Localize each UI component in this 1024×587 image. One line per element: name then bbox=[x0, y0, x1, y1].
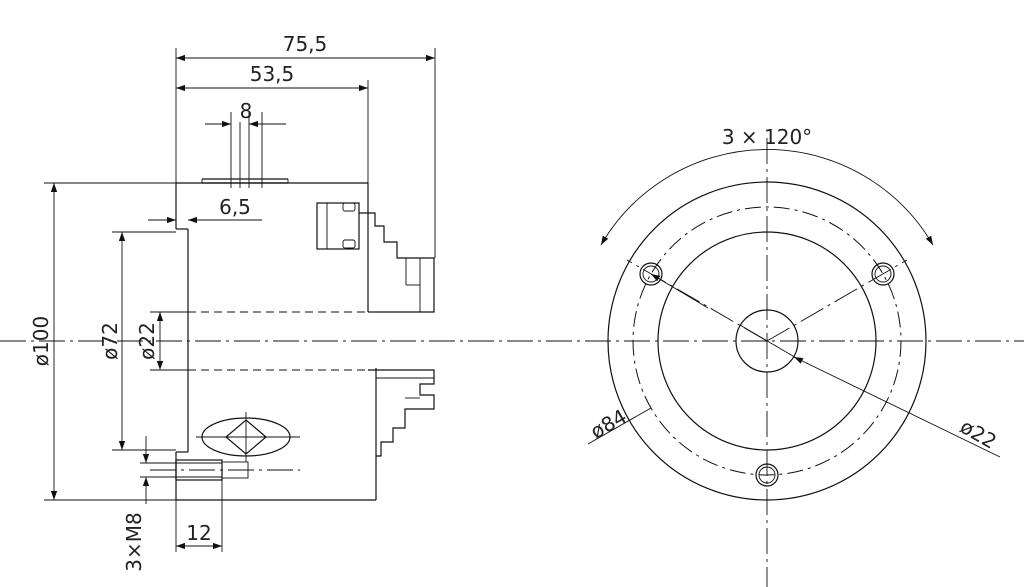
dim-overall-length: 75,5 bbox=[175, 32, 436, 258]
dim-bolt-pattern: 3 × 120° bbox=[600, 125, 934, 246]
lower-jaw bbox=[368, 369, 435, 457]
bore-circle bbox=[735, 309, 799, 373]
front-view: 3 × 120° ø84 ø22 bbox=[586, 125, 1001, 587]
dim-bore-diameter-side: ø22 bbox=[135, 311, 188, 371]
dim-label-3xm8: 3×M8 bbox=[122, 512, 146, 571]
dim-thread-depth: 12 bbox=[175, 480, 223, 552]
outer-circle bbox=[607, 181, 927, 501]
dim-label-53-5: 53,5 bbox=[250, 62, 295, 86]
radial-centerline-right bbox=[766, 259, 908, 342]
key-slot bbox=[201, 112, 289, 188]
upper-jaw bbox=[316, 202, 435, 313]
side-view: 75,5 53,5 8 6,5 ø100 bbox=[0, 32, 1024, 572]
dim-recess-diameter: ø72 bbox=[98, 231, 176, 451]
dim-label-6-5: 6,5 bbox=[219, 195, 251, 219]
diamond-emblem bbox=[196, 412, 300, 462]
dim-label-3x120: 3 × 120° bbox=[722, 125, 812, 149]
recess-circle bbox=[657, 231, 877, 451]
dim-key-width: 8 bbox=[205, 99, 286, 128]
dim-label-diameter-100: ø100 bbox=[29, 316, 53, 366]
dim-body-length: 53,5 bbox=[176, 62, 369, 183]
dim-outer-diameter: ø100 bbox=[29, 182, 176, 501]
dim-label-diameter-22-front: ø22 bbox=[956, 414, 1001, 454]
dim-bore-diameter-front: ø22 bbox=[739, 324, 1001, 458]
chuck-body-outline bbox=[175, 182, 377, 501]
dim-label-12: 12 bbox=[186, 521, 211, 545]
dim-label-75-5: 75,5 bbox=[283, 32, 328, 56]
dim-label-diameter-72: ø72 bbox=[98, 322, 122, 360]
dim-thread: 3×M8 bbox=[122, 436, 176, 572]
dim-label-diameter-22-side: ø22 bbox=[135, 322, 159, 360]
dim-label-8: 8 bbox=[240, 99, 253, 123]
bore-hidden-lines bbox=[188, 311, 368, 371]
pitch-circle bbox=[632, 206, 902, 476]
threaded-hole bbox=[150, 459, 300, 481]
bolt-holes bbox=[639, 262, 895, 487]
radial-centerline-left bbox=[626, 259, 768, 342]
dim-key-offset: 6,5 bbox=[148, 195, 262, 224]
